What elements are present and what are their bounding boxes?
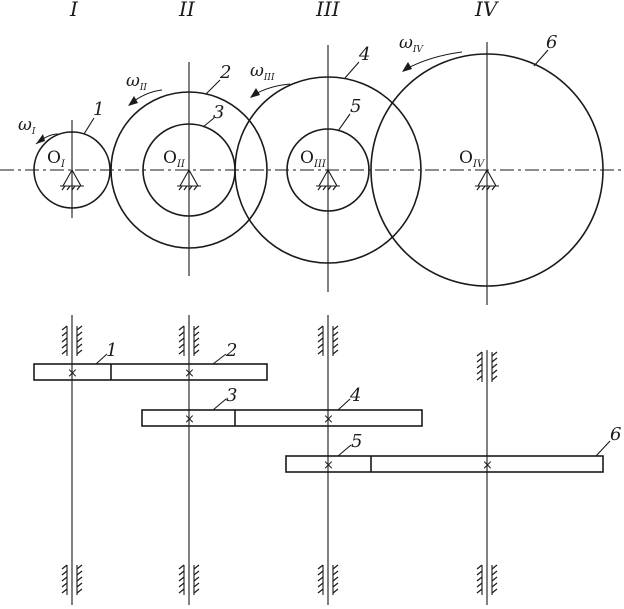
- wheel-number-5: 5: [350, 96, 361, 117]
- shaft-label-iv: IV: [474, 0, 500, 21]
- wheel-number-3: 3: [213, 102, 224, 123]
- omega-label-ii: ωII: [126, 71, 147, 93]
- bar-leader-3: [212, 398, 227, 411]
- bar-leader-6: [595, 440, 611, 457]
- center-mark-4: ×: [323, 412, 334, 427]
- bar-leader-1: [95, 353, 108, 365]
- rotation-arrowhead-ii: [128, 96, 138, 106]
- leader-line-4: [344, 61, 360, 79]
- shaft-label-i: I: [69, 0, 79, 21]
- gear-4-circle: [234, 76, 422, 264]
- gear-5-circle: [286, 128, 370, 212]
- rotation-arrowhead-i: [36, 134, 45, 144]
- leader-line-5: [337, 113, 351, 132]
- bar-number-6: 6: [610, 424, 621, 445]
- center-label-o1: OI: [47, 148, 66, 170]
- bar-number-2: 2: [225, 340, 237, 361]
- bar-leader-5: [337, 444, 352, 457]
- bar-number-5: 5: [351, 431, 362, 452]
- center-label-o3: OIII: [300, 148, 327, 170]
- wheel-number-1: 1: [93, 99, 104, 120]
- center-label-o4: OIV: [459, 148, 486, 170]
- gear-1-circle: [33, 131, 111, 209]
- leader-line-2: [205, 79, 221, 95]
- center-mark-3: ×: [184, 412, 195, 427]
- bar-number-1: 1: [106, 340, 117, 361]
- center-mark-6: ×: [482, 458, 493, 473]
- gear-6-circle: [370, 53, 604, 287]
- pivot-support-iii: [316, 168, 340, 191]
- gear-bar-5-6: [285, 455, 604, 473]
- shaft-label-iii: III: [315, 0, 341, 21]
- omega-label-iv: ωIV: [399, 33, 424, 55]
- center-label-o2: OII: [163, 148, 186, 170]
- center-mark-2: ×: [184, 366, 195, 381]
- pivot-support-iv: [475, 168, 499, 191]
- gear-bar-3-4: [141, 409, 423, 427]
- omega-label-iii: ωIII: [250, 61, 275, 83]
- leader-line-3: [202, 117, 215, 128]
- center-mark-5: ×: [323, 458, 334, 473]
- bearing-iii-top: [317, 325, 339, 356]
- wheel-number-4: 4: [358, 44, 370, 65]
- rotation-arrowhead-iv: [402, 62, 412, 72]
- rotation-arrowhead-iii: [250, 88, 260, 98]
- bearing-ii-top: [178, 325, 200, 356]
- bearing-ii-bottom: [178, 564, 200, 595]
- center-mark-1: ×: [67, 366, 78, 381]
- bearing-iv-top: [476, 351, 498, 382]
- bar-leader-4: [337, 398, 351, 411]
- wheel-number-6: 6: [546, 32, 557, 53]
- wheel-number-2: 2: [219, 62, 231, 83]
- bearing-i-bottom: [61, 564, 83, 595]
- bar-leader-2: [212, 353, 227, 365]
- shaft-label-ii: II: [178, 0, 196, 21]
- bar-number-3: 3: [226, 385, 237, 406]
- bar-number-4: 4: [349, 385, 361, 406]
- omega-label-i: ωI: [18, 115, 36, 137]
- pivot-support-ii: [177, 168, 201, 191]
- bearing-i-top: [61, 325, 83, 356]
- gear-bar-1-2: [33, 363, 268, 381]
- gear-2-circle: [110, 91, 268, 249]
- leader-line-6: [533, 49, 549, 67]
- leader-line-1: [83, 117, 95, 135]
- bearing-iii-bottom: [317, 564, 339, 595]
- pivot-support-i: [60, 168, 84, 191]
- bearing-iv-bottom: [476, 564, 498, 595]
